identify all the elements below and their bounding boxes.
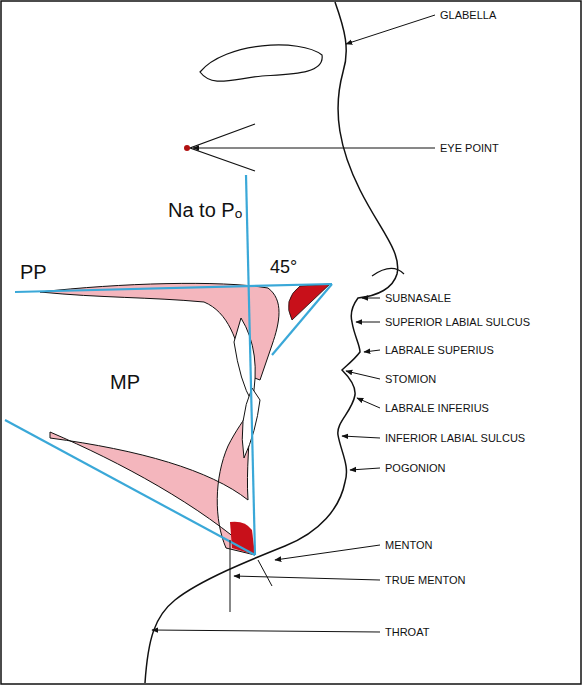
- mandible: [50, 410, 255, 555]
- eye-point: [184, 145, 190, 151]
- mandibular-plane: [5, 420, 255, 555]
- plane-label: MP: [110, 372, 140, 392]
- landmark-label: GLABELLA: [440, 10, 496, 21]
- anterior-nasal-spine: [288, 284, 330, 320]
- palatal-plane: [15, 284, 332, 292]
- landmark-label: SUBNASALE: [385, 293, 451, 304]
- soft-tissue-profile: [145, 2, 398, 683]
- landmark-label: MENTON: [385, 540, 432, 551]
- landmark-label: INFERIOR LABIAL SULCUS: [385, 433, 525, 444]
- line-label: Na to Pₒ: [168, 200, 242, 220]
- landmark-label: TRUE MENTON: [385, 575, 465, 586]
- landmark-label: LABRALE SUPERIUS: [385, 345, 494, 356]
- true-menton-mark: [230, 540, 231, 612]
- angle-line: [272, 284, 332, 355]
- landmark-label: POGONION: [385, 463, 446, 474]
- landmark-label: STOMION: [385, 374, 436, 385]
- angle-label: 45°: [270, 258, 297, 276]
- landmark-label: LABRALE INFERIUS: [385, 403, 489, 414]
- plane-label: PP: [20, 262, 47, 282]
- landmark-label: THROAT: [385, 627, 429, 638]
- landmark-label: EYE POINT: [440, 143, 499, 154]
- landmark-label: SUPERIOR LABIAL SULCUS: [385, 317, 530, 328]
- menton-mark: [258, 560, 272, 586]
- nasion-pogonion-line: [246, 175, 255, 555]
- chin-point: [230, 522, 255, 555]
- nostril: [372, 268, 404, 276]
- eyebrow: [200, 45, 322, 81]
